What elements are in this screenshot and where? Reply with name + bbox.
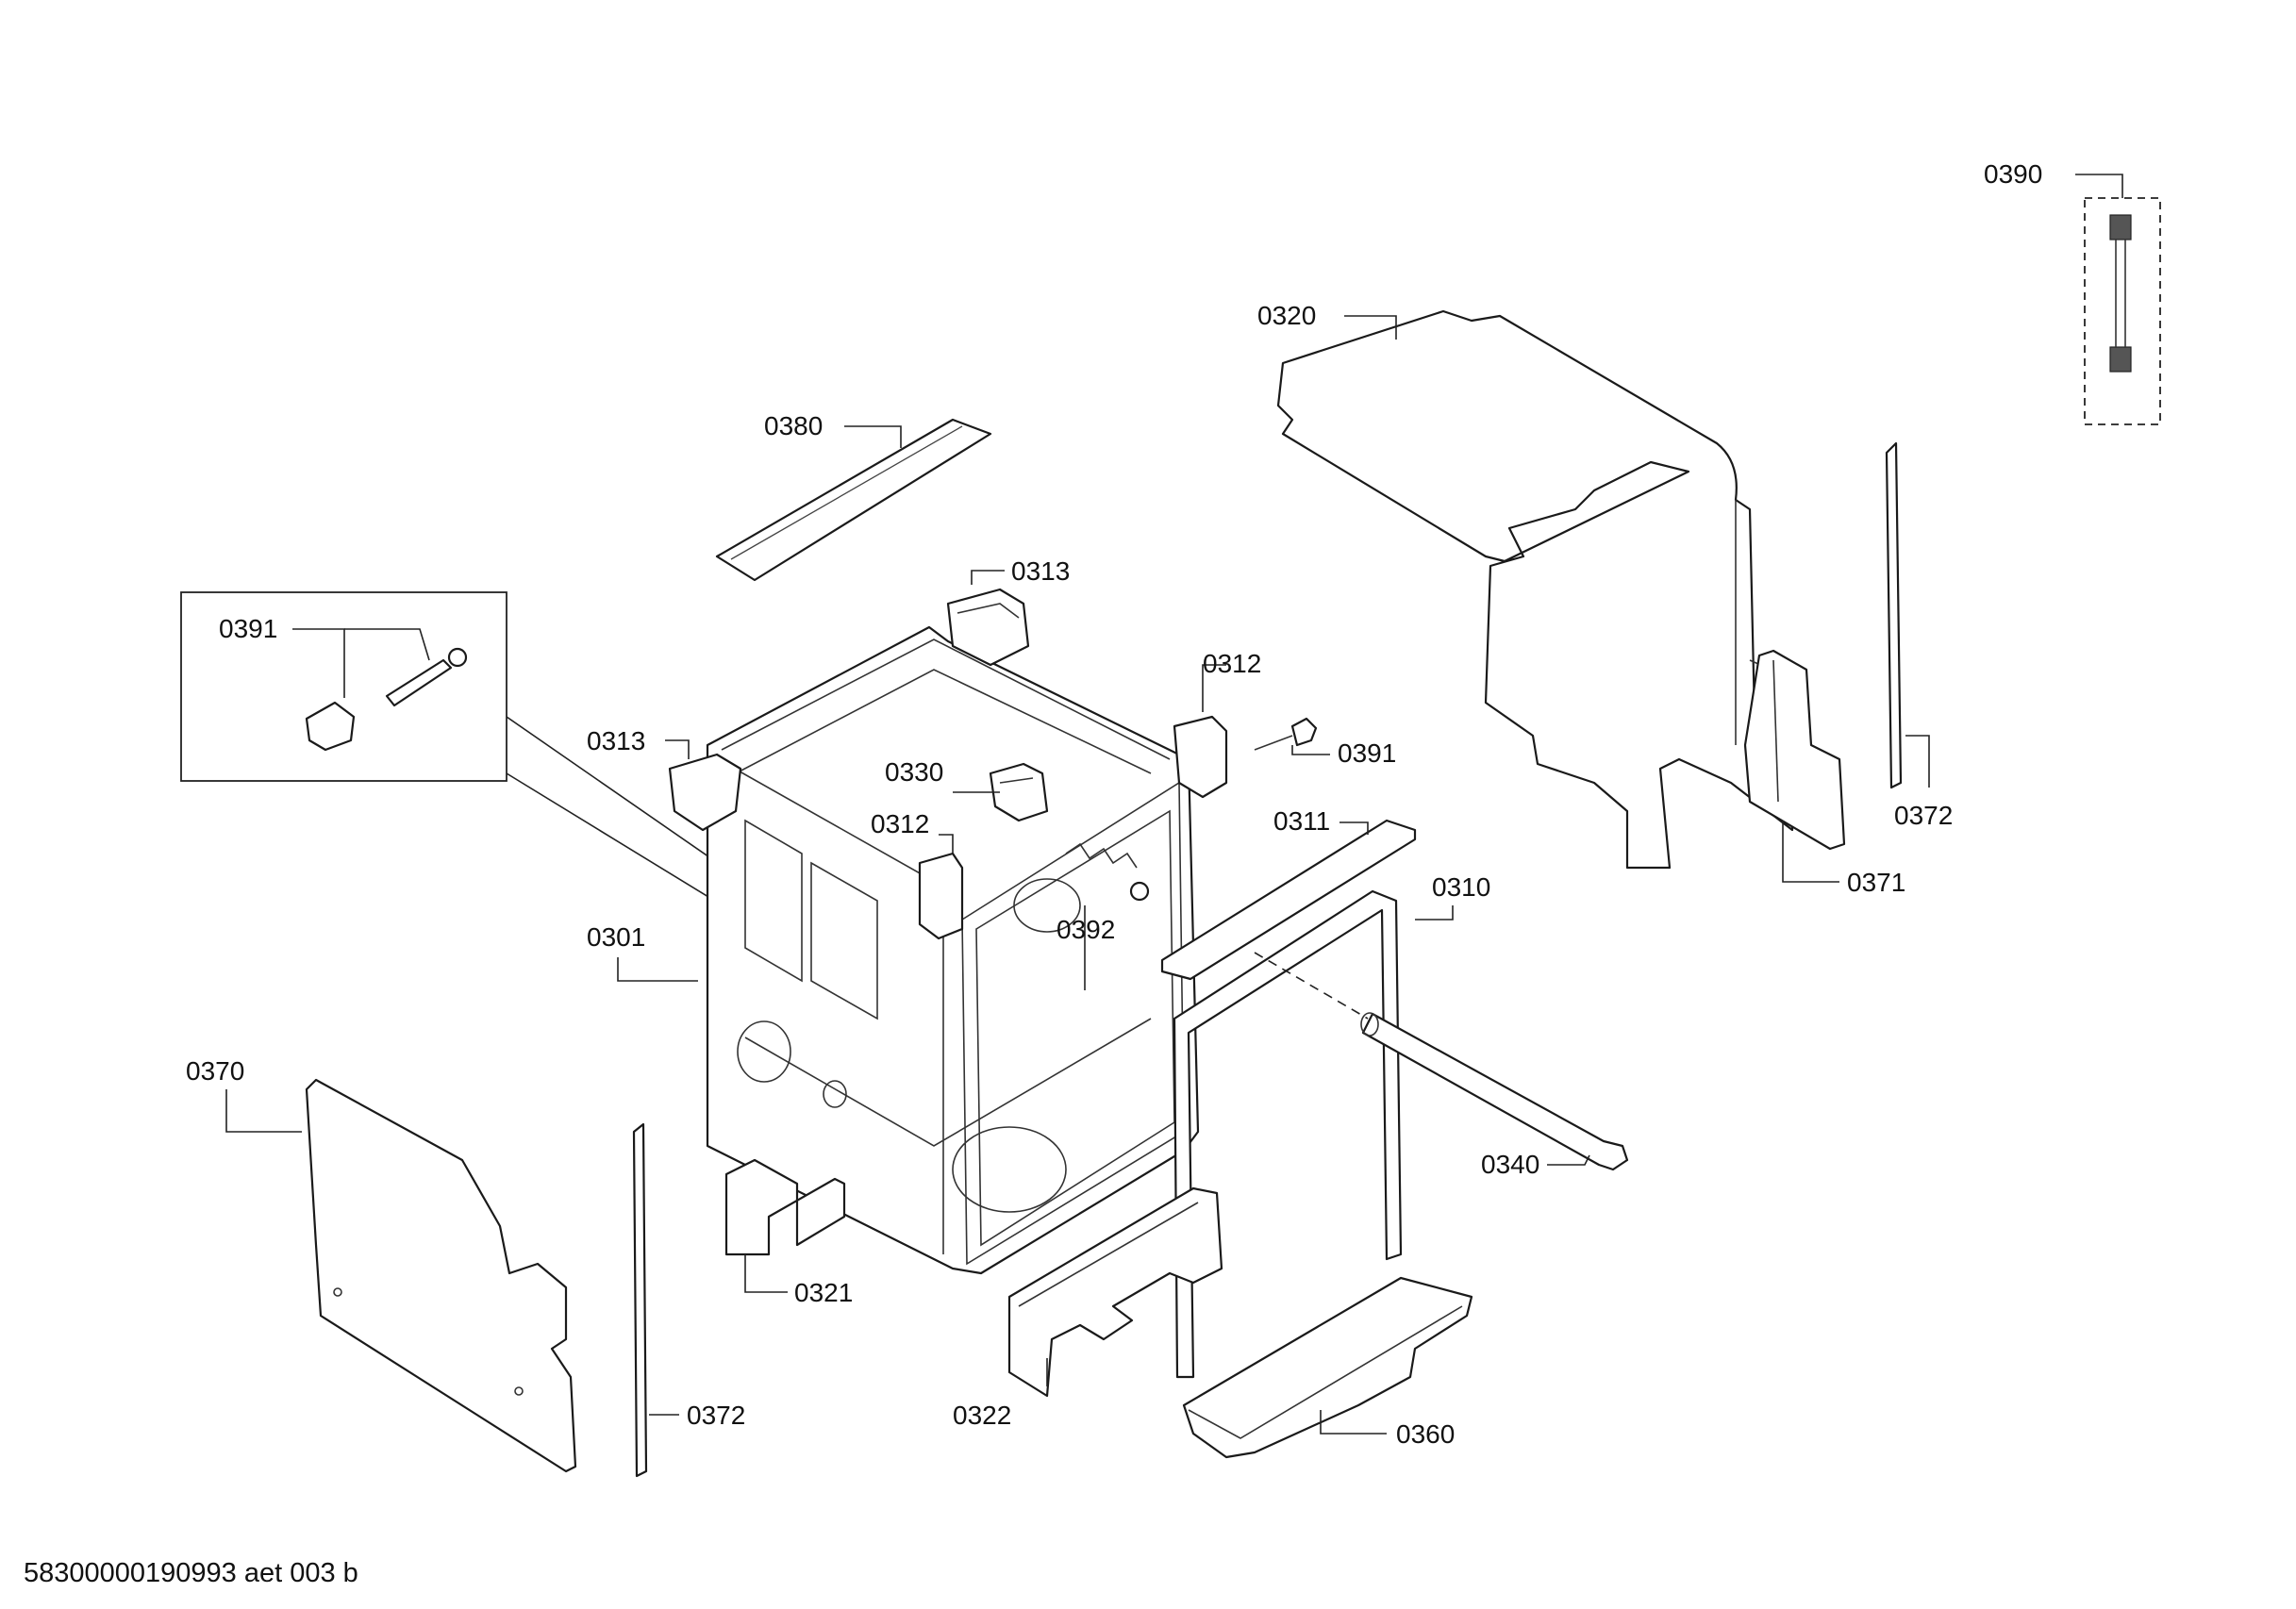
svg-text:0313: 0313 bbox=[587, 726, 645, 755]
svg-text:0320: 0320 bbox=[1257, 301, 1316, 330]
svg-text:0310: 0310 bbox=[1432, 872, 1490, 902]
callout-0310: 0310 bbox=[1415, 872, 1490, 921]
svg-text:0340: 0340 bbox=[1481, 1150, 1539, 1179]
svg-text:0390: 0390 bbox=[1984, 159, 2042, 189]
svg-text:0391: 0391 bbox=[1338, 738, 1396, 768]
part-0360-base-tray[interactable] bbox=[1182, 1276, 1473, 1459]
callout-0301: 0301 bbox=[587, 922, 698, 982]
callout-0371: 0371 bbox=[1782, 821, 1905, 897]
part-0320-insulation-mat[interactable] bbox=[1276, 309, 1794, 870]
part-0330-latch[interactable] bbox=[989, 762, 1049, 822]
part-0372-right-strip[interactable] bbox=[1885, 441, 1903, 789]
svg-text:0312: 0312 bbox=[871, 809, 929, 838]
callout-0321: 0321 bbox=[744, 1254, 853, 1307]
svg-text:0312: 0312 bbox=[1203, 649, 1261, 678]
callout-0380: 0380 bbox=[764, 411, 902, 448]
callout-0330: 0330 bbox=[885, 757, 1000, 793]
svg-text:0372: 0372 bbox=[687, 1401, 745, 1430]
callout-0370: 0370 bbox=[186, 1056, 302, 1133]
callout-0372-left: 0372 bbox=[649, 1401, 745, 1430]
part-0311-rail[interactable] bbox=[1160, 819, 1417, 981]
part-0312-hinge-right[interactable] bbox=[1173, 715, 1228, 799]
callout-0320: 0320 bbox=[1257, 301, 1397, 340]
svg-text:0321: 0321 bbox=[794, 1278, 853, 1307]
part-0391-fastener-detail[interactable] bbox=[180, 591, 507, 782]
callout-0391-box: 0391 bbox=[219, 614, 430, 698]
part-0391-right-fastener[interactable] bbox=[1254, 717, 1318, 751]
callout-0311: 0311 bbox=[1273, 806, 1369, 836]
svg-text:0371: 0371 bbox=[1847, 868, 1905, 897]
part-0322-insulation-block[interactable] bbox=[1007, 1186, 1223, 1398]
callout-0392: 0392 bbox=[1056, 905, 1115, 990]
part-0370-side-panel[interactable] bbox=[305, 1078, 577, 1473]
part-0313-bracket-top[interactable] bbox=[946, 588, 1030, 667]
svg-text:0392: 0392 bbox=[1056, 915, 1115, 944]
part-0380-top-strip[interactable] bbox=[715, 418, 992, 582]
callout-0360: 0360 bbox=[1320, 1410, 1455, 1449]
part-0392-spring[interactable] bbox=[1065, 842, 1150, 902]
svg-text:0301: 0301 bbox=[587, 922, 645, 952]
svg-text:0370: 0370 bbox=[186, 1056, 244, 1086]
part-0371-side-bracket[interactable] bbox=[1743, 649, 1846, 851]
svg-text:0322: 0322 bbox=[953, 1401, 1011, 1430]
callout-0390: 0390 bbox=[1984, 159, 2123, 198]
svg-text:0380: 0380 bbox=[764, 411, 823, 440]
part-0390-cable-harness[interactable] bbox=[2084, 197, 2161, 425]
svg-text:0313: 0313 bbox=[1011, 556, 1070, 586]
callout-0340: 0340 bbox=[1481, 1150, 1590, 1179]
part-0372-left-strip[interactable] bbox=[632, 1122, 648, 1478]
svg-text:0311: 0311 bbox=[1273, 806, 1330, 836]
part-0313-bracket-left[interactable] bbox=[668, 753, 742, 832]
part-0310-door-gasket[interactable] bbox=[1173, 889, 1403, 1379]
callout-0322: 0322 bbox=[953, 1358, 1048, 1430]
part-0312-hinge-mid[interactable] bbox=[918, 852, 964, 940]
svg-text:0391: 0391 bbox=[219, 614, 277, 643]
svg-text:0330: 0330 bbox=[885, 757, 943, 787]
callout-0372-right: 0372 bbox=[1894, 735, 1953, 830]
svg-text:0360: 0360 bbox=[1396, 1419, 1455, 1449]
callout-0312-right: 0312 bbox=[1202, 649, 1261, 712]
callout-0313-left: 0313 bbox=[587, 726, 690, 759]
callout-0391-right: 0391 bbox=[1291, 738, 1396, 768]
svg-text:0372: 0372 bbox=[1894, 801, 1953, 830]
callout-0313-top: 0313 bbox=[971, 556, 1070, 586]
part-0321-insulation-block[interactable] bbox=[724, 1158, 846, 1256]
part-0340-tube[interactable] bbox=[1360, 1012, 1629, 1171]
footer-code: 58300000190993 aet 003 b bbox=[24, 1558, 358, 1588]
callout-0312-mid: 0312 bbox=[871, 809, 954, 854]
